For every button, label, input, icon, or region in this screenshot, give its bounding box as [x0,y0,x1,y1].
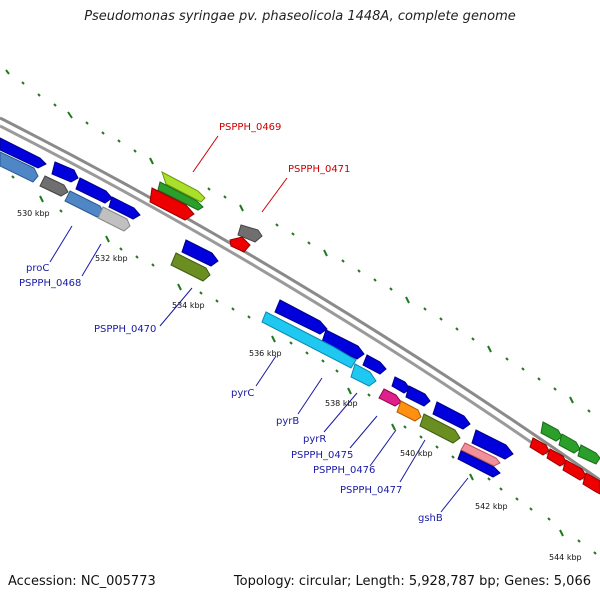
gene-blue-mid-1[interactable] [181,239,219,267]
leader-lines-red [192,135,288,213]
gene-blue-left-3[interactable] [75,177,113,204]
gene-orange[interactable] [396,400,422,422]
outer-tick-ring [5,69,591,413]
gene-green-arrow[interactable] [157,181,204,211]
gene-label-pyrr[interactable]: pyrR [303,434,326,445]
scale-label-540: 540 kbp [400,449,433,458]
gene-cyan-pyrb[interactable] [350,363,377,387]
gene-blue-left-2[interactable] [51,161,79,183]
gene-olive-0476[interactable] [419,413,461,444]
gene-label-pspph-0470[interactable]: PSPPH_0470 [94,324,156,335]
gene-label-pspph-0468[interactable]: PSPPH_0468 [19,278,81,289]
backbone-outer [0,116,600,482]
gene-blue-pyrr[interactable] [391,376,411,394]
gene-label-pspph-0471[interactable]: PSPPH_0471 [288,164,350,175]
gene-gray-left[interactable] [39,175,69,197]
gene-label-pspph-0475[interactable]: PSPPH_0475 [291,450,353,461]
scale-label-530: 530 kbp [17,209,50,218]
scale-label-538: 538 kbp [325,399,358,408]
gene-blue-left-1[interactable] [0,137,47,169]
gene-blue-mid-2[interactable] [274,299,328,335]
gene-label-pspph-0469[interactable]: PSPPH_0469 [219,122,281,133]
gene-blue-gshb-2[interactable] [457,450,501,478]
map-title: Pseudomonas syringae pv. phaseolicola 14… [84,9,516,24]
gene-red-arrow[interactable] [149,187,195,221]
gene-blue-gshb[interactable] [471,429,514,460]
features-outer-strand[interactable] [149,170,600,495]
scale-label-544: 544 kbp [549,553,582,562]
gene-red-right-1[interactable] [529,437,550,456]
gene-steel-left[interactable] [0,151,39,183]
scale-label-536: 536 kbp [249,349,282,358]
gene-red-right-3[interactable] [562,459,587,481]
gene-red-small[interactable] [229,236,251,253]
gene-blue-mid-4[interactable] [362,354,387,375]
gene-label-pyrb[interactable]: pyrB [276,416,299,427]
gene-label-pyrc[interactable]: pyrC [231,388,254,399]
accession-label: Accession: NC_005773 [8,574,156,589]
gene-olive-mid[interactable] [170,252,211,282]
scale-label-532: 532 kbp [95,254,128,263]
scale-label-534: 534 kbp [172,301,205,310]
gene-cyan-pyrc[interactable] [261,311,357,369]
features-inner-strand[interactable] [0,137,514,478]
inner-tick-ring [11,175,597,555]
gene-red-right-2[interactable] [546,448,567,467]
gene-red-right-4[interactable] [582,472,600,495]
gene-green-right-3[interactable] [577,444,600,465]
backbone-inner [0,124,600,492]
genome-summary: Topology: circular; Length: 5,928,787 bp… [233,574,591,589]
gene-green-right-1[interactable] [540,421,563,442]
gene-label-gshb[interactable]: gshB [418,513,443,524]
gene-blue-0475[interactable] [405,385,431,407]
gene-salmon[interactable] [460,442,501,467]
gene-gray-small[interactable] [237,224,263,243]
gene-label-pspph-0476[interactable]: PSPPH_0476 [313,465,375,476]
gene-blue-left-4[interactable] [108,196,141,220]
gene-blue-mid-3[interactable] [321,329,365,360]
gene-lime-arrow[interactable] [161,170,206,203]
gene-label-pspph-0477[interactable]: PSPPH_0477 [340,485,402,496]
gene-label-proc[interactable]: proC [26,263,49,274]
gene-blue-0476[interactable] [432,401,471,430]
gene-green-right-2[interactable] [558,433,581,454]
gene-lightgray-left[interactable] [97,206,131,232]
leader-lines-blue [49,225,469,513]
scale-label-542: 542 kbp [475,502,508,511]
gene-magenta[interactable] [378,388,402,407]
